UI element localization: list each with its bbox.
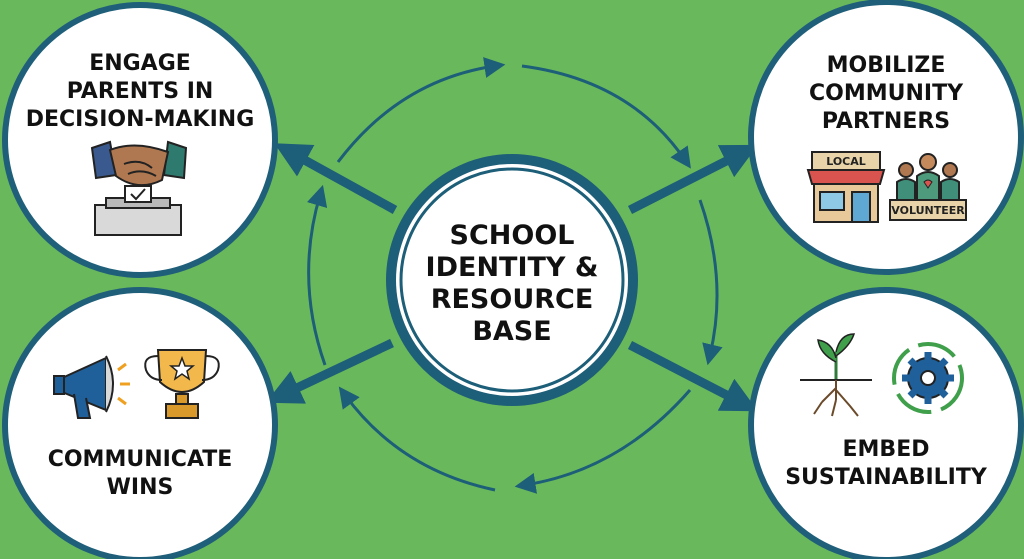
cycle-arc-right (698, 199, 723, 366)
mobilize-title-line-1: MOBILIZE (827, 53, 946, 78)
center-title-line-1: SCHOOL (450, 220, 575, 251)
cycle-arc-left (306, 184, 328, 366)
node-mobilize-partners: MOBILIZE COMMUNITY PARTNERS LOCAL VOLUNT… (748, 0, 1024, 275)
cycle-arc-bottom-right (514, 389, 692, 494)
handshake-icon (90, 140, 188, 187)
communicate-title-line-2: WINS (107, 475, 174, 500)
engage-title-line-2: PARENTS IN (67, 79, 214, 104)
center-title-line-3: RESOURCE (431, 284, 594, 315)
cycle-arc-top-left (336, 57, 506, 163)
arrow-to-embed (627, 341, 758, 412)
megaphone-icon (53, 355, 130, 419)
trophy-icon (144, 349, 220, 419)
center-title-line-4: BASE (472, 316, 551, 347)
sprout-roots-icon (800, 333, 872, 417)
center-hub: SCHOOL IDENTITY & RESOURCE BASE (386, 154, 638, 406)
node-communicate-wins: COMMUNICATE WINS (2, 287, 278, 559)
gear-cycle-icon (892, 342, 964, 414)
mobilize-title-line-3: PARTNERS (822, 109, 950, 134)
volunteers-icon: VOLUNTEER (889, 153, 967, 221)
volunteer-sign-label: VOLUNTEER (891, 204, 965, 217)
radial-arrows (265, 143, 759, 412)
cycle-arcs (306, 57, 723, 494)
arrow-to-communicate (265, 338, 394, 404)
mobilize-title-line-2: COMMUNITY (809, 81, 964, 106)
storefront-icon: LOCAL (806, 151, 886, 223)
arrow-to-mobilize (627, 144, 759, 215)
arrow-to-engage (274, 143, 398, 214)
cycle-arc-top-right (521, 64, 691, 169)
embed-title-line-1: EMBED (843, 437, 930, 462)
communicate-title-line-1: COMMUNICATE (48, 447, 233, 472)
node-embed-sustainability: EMBED SUSTAINABILITY (748, 287, 1024, 559)
engage-title-line-1: ENGAGE (89, 51, 191, 76)
store-sign-label: LOCAL (826, 155, 866, 168)
node-engage-parents: ENGAGE PARENTS IN DECISION-MAKING (2, 2, 278, 278)
ballot-box-icon (94, 185, 182, 236)
embed-title-line-2: SUSTAINABILITY (785, 465, 988, 490)
engage-title-line-3: DECISION-MAKING (26, 107, 255, 132)
cycle-arc-bottom-left (338, 386, 496, 492)
center-title-line-2: IDENTITY & (426, 252, 599, 283)
